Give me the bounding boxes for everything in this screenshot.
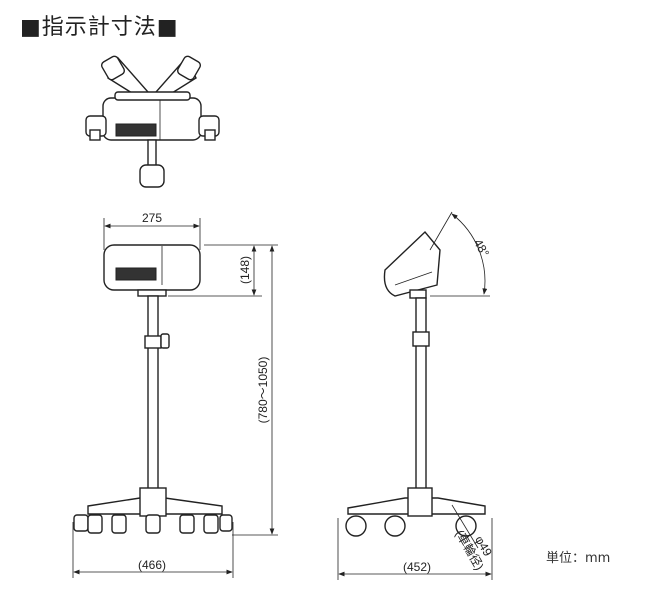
dim-front-base-width: (466)	[138, 558, 166, 572]
side-view: 48° φ49 (車輪径) (452)	[337, 211, 495, 580]
top-view	[85, 55, 220, 188]
unit-label: 単位：mm	[546, 551, 611, 566]
dim-indicator-width: 275	[142, 211, 162, 225]
dim-side-base-width: (452)	[403, 560, 431, 574]
page-title: ■指示計寸法■	[20, 15, 179, 40]
front-view: 275 (148) (780～1050) (466)	[72, 211, 278, 578]
dim-indicator-height: (148)	[238, 256, 252, 284]
front-casters	[73, 514, 233, 534]
dim-overall-height: (780～1050)	[256, 357, 270, 424]
